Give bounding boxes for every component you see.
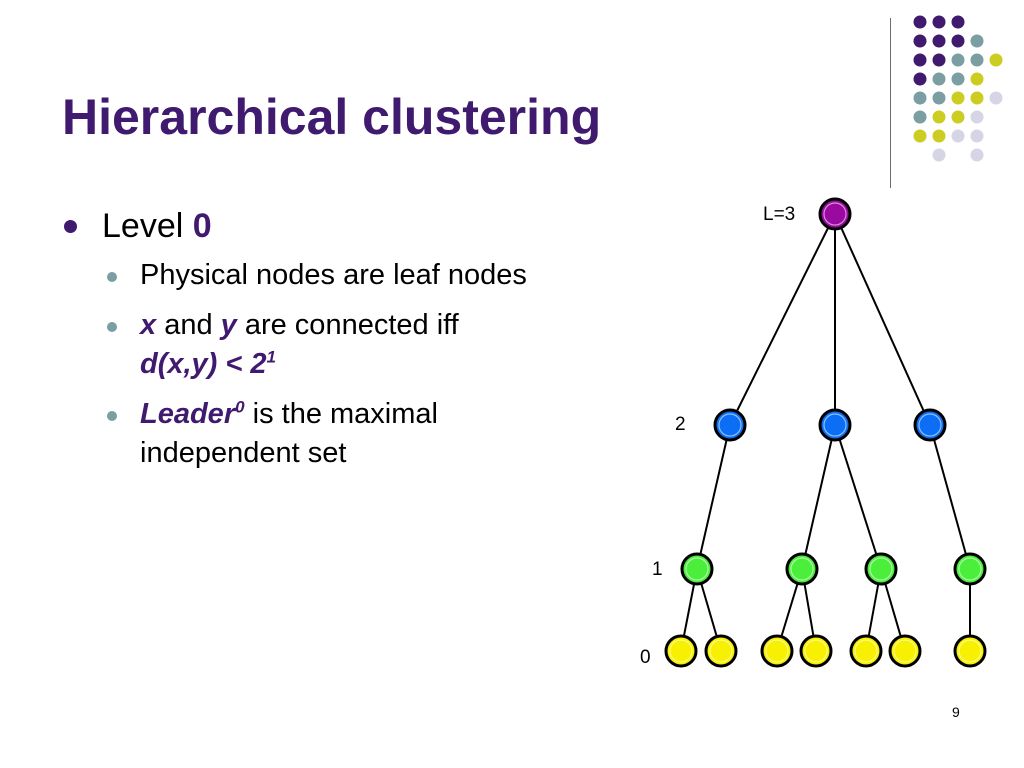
decorative-dot — [932, 15, 946, 29]
leader-exponent: 0 — [235, 397, 245, 417]
decorative-dot — [932, 53, 946, 67]
node-highlight-ring — [669, 639, 693, 663]
node-highlight-ring — [804, 639, 828, 663]
decorative-dot — [913, 129, 927, 143]
var-y: y — [220, 309, 237, 341]
sub-bullet-marker — [107, 272, 117, 282]
var-x: x — [140, 309, 157, 341]
decorative-dot — [932, 148, 946, 162]
tree-edge — [801, 424, 836, 570]
decorative-dot — [913, 91, 927, 105]
level-label-2: 2 — [675, 414, 686, 435]
decorative-dot — [951, 110, 965, 124]
slide-title: Hierarchical clustering — [62, 89, 602, 145]
level-value: 0 — [192, 207, 212, 245]
decorative-dot — [932, 91, 946, 105]
node-highlight-ring — [958, 557, 982, 581]
sub-bullet-leaf-nodes: Physical nodes are leaf nodes — [62, 256, 582, 295]
text-and: and — [156, 309, 221, 341]
decorative-dot — [913, 72, 927, 86]
decorative-dot — [913, 34, 927, 48]
level-label-1: 1 — [652, 559, 663, 580]
decorative-dot — [970, 34, 984, 48]
decorative-dot — [932, 34, 946, 48]
tree-edge — [929, 424, 971, 570]
decorative-dot — [970, 91, 984, 105]
decorative-dot — [951, 34, 965, 48]
node-highlight-ring — [765, 639, 789, 663]
sub-bullet-marker — [107, 411, 117, 421]
sub-bullet-connected: x and y are connected iff d(x,y) < 21 — [62, 306, 582, 384]
decorative-dot — [989, 91, 1003, 105]
node-highlight-ring — [893, 639, 917, 663]
leader-term: Leader — [140, 398, 236, 430]
node-highlight-ring — [718, 413, 742, 437]
bullet-level: Level 0 — [62, 200, 582, 252]
decorative-dot — [951, 72, 965, 86]
tree-edge — [729, 213, 836, 426]
node-highlight-ring — [854, 639, 878, 663]
divider-line — [890, 18, 891, 188]
decorative-dot — [951, 91, 965, 105]
decorative-dot — [970, 110, 984, 124]
decorative-dot — [932, 129, 946, 143]
node-highlight-ring — [823, 413, 847, 437]
decorative-dot — [913, 15, 927, 29]
decorative-dot — [951, 53, 965, 67]
tree-edge — [834, 213, 931, 426]
level-label-0: 0 — [640, 647, 651, 668]
leader-rest: is the maximal independent set — [140, 398, 438, 469]
node-highlight-ring — [869, 557, 893, 581]
decorative-dot — [970, 129, 984, 143]
node-highlight-ring — [958, 639, 982, 663]
node-highlight-ring — [918, 413, 942, 437]
level-label-3: L=3 — [763, 204, 795, 225]
bullet-list: Level 0 Physical nodes are leaf nodes x … — [62, 200, 582, 473]
decorative-dot-grid — [913, 15, 1003, 162]
node-highlight-ring — [823, 202, 847, 226]
node-highlight-ring — [790, 557, 814, 581]
decorative-dot — [970, 53, 984, 67]
node-highlight-ring — [685, 557, 709, 581]
decorative-dot — [951, 129, 965, 143]
sub-bullet-text: Physical nodes are leaf nodes — [140, 259, 527, 291]
decorative-dot — [913, 53, 927, 67]
decorative-dot — [970, 72, 984, 86]
bullet-marker — [64, 220, 77, 233]
level-word: Level — [102, 207, 184, 245]
decorative-dot — [913, 110, 927, 124]
text-connected: are connected iff — [236, 309, 459, 341]
decorative-dot — [932, 110, 946, 124]
node-highlight-ring — [709, 639, 733, 663]
decorative-dot — [932, 72, 946, 86]
decorative-dot — [970, 148, 984, 162]
sub-bullet-marker — [107, 322, 117, 332]
decorative-dot — [989, 53, 1003, 67]
distance-formula: d(x,y) < 2 — [140, 348, 267, 380]
tree-edge — [696, 424, 731, 570]
tree-edge — [834, 424, 882, 570]
decorative-dot — [951, 15, 965, 29]
formula-exponent: 1 — [266, 347, 276, 367]
page-number: 9 — [952, 704, 960, 720]
sub-bullet-leader: Leader0 is the maximal independent set — [62, 395, 582, 473]
